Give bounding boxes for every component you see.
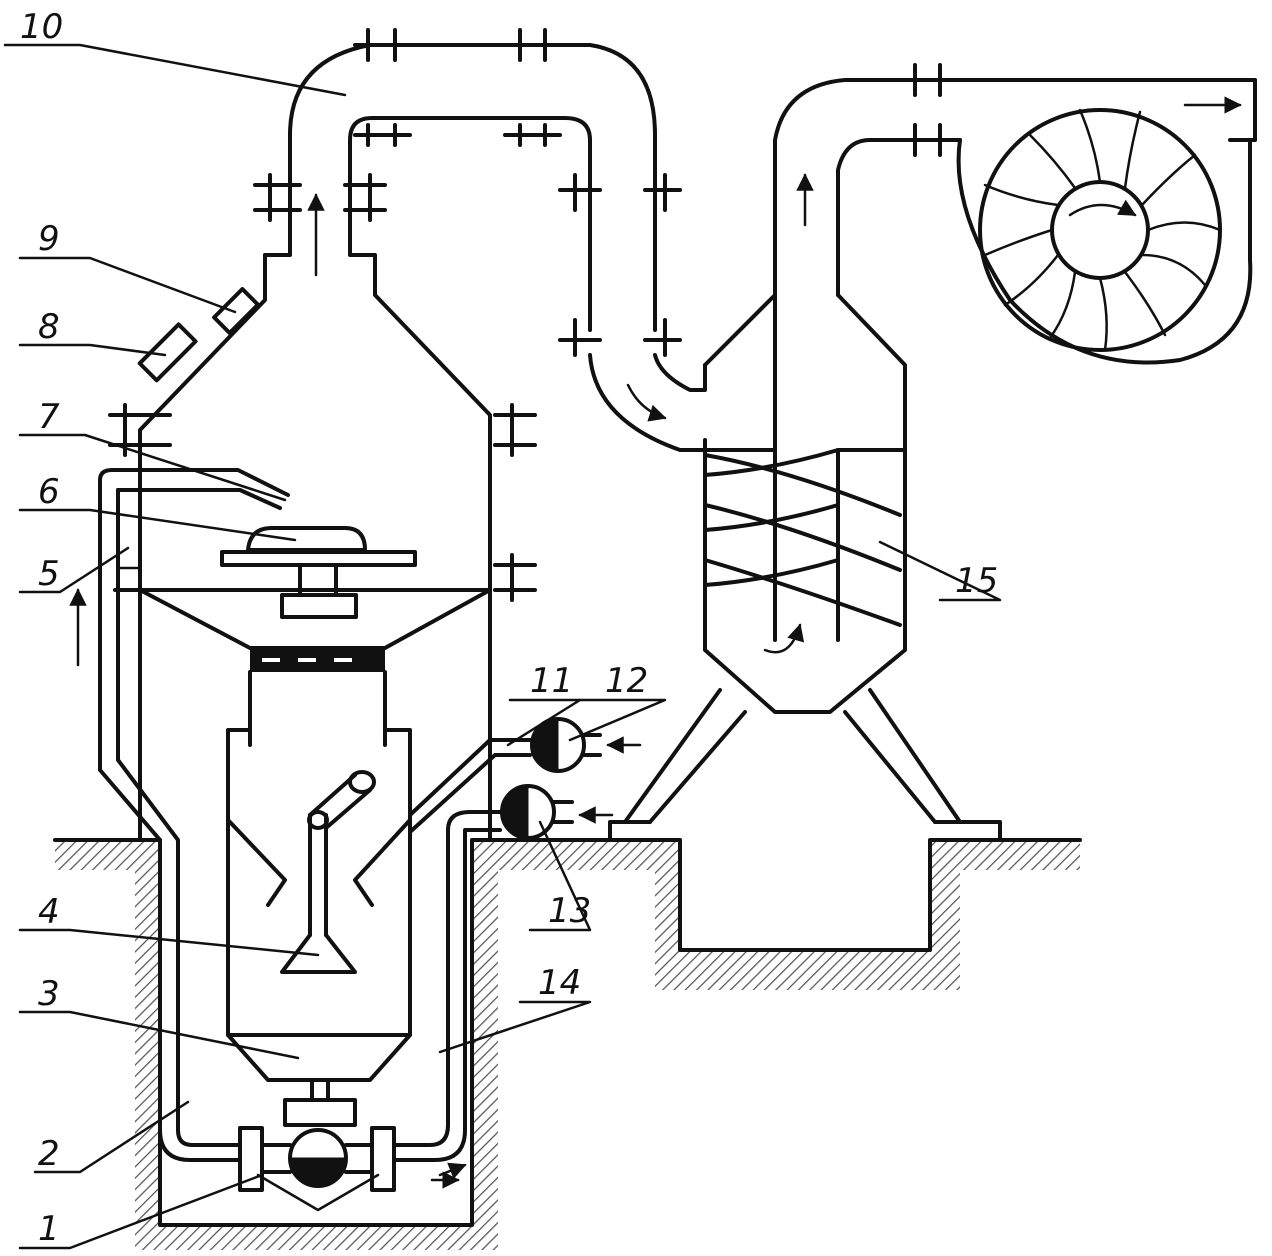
label-6: 6 <box>38 472 60 512</box>
label-15: 15 <box>955 561 998 601</box>
distributor <box>280 770 376 974</box>
label-2: 2 <box>38 1134 60 1174</box>
label-1: 1 <box>38 1209 60 1249</box>
label-13: 13 <box>548 891 591 931</box>
label-12: 12 <box>605 661 648 701</box>
feed-pipe <box>69 468 290 1162</box>
label-4: 4 <box>38 892 60 932</box>
sight-glasses <box>137 287 260 383</box>
part-numbers: 10 9 8 7 6 5 4 3 2 1 11 12 13 14 15 <box>20 7 998 1249</box>
label-9: 9 <box>38 219 60 259</box>
dryer-chamber <box>108 173 537 842</box>
pump <box>238 810 502 1212</box>
cyclone <box>608 63 1257 842</box>
leader-lines <box>3 43 1002 1250</box>
disc-atomizer <box>220 526 417 619</box>
label-7: 7 <box>38 397 60 437</box>
label-11: 11 <box>530 661 573 701</box>
label-14: 14 <box>538 963 581 1003</box>
fan <box>956 78 1257 365</box>
valves <box>408 717 642 840</box>
label-8: 8 <box>38 307 60 347</box>
label-5: 5 <box>38 554 60 594</box>
label-3: 3 <box>38 974 60 1014</box>
inner-funnel <box>113 588 492 1082</box>
label-10: 10 <box>20 7 63 47</box>
air-duct <box>288 28 777 452</box>
